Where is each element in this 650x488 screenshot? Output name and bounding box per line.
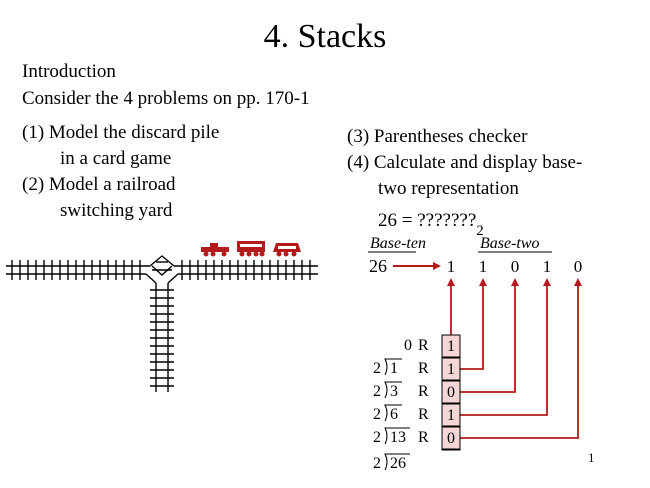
remainder-cell <box>441 380 461 404</box>
page-number: 1 <box>588 450 595 465</box>
remainder-label: R <box>418 383 429 400</box>
remainder-label: R <box>418 337 429 354</box>
train-car-1 <box>201 243 229 257</box>
remainder-value: 0 <box>447 430 455 447</box>
equation: 26 = ???????2 <box>378 210 484 239</box>
division-divisor: 2 <box>373 429 381 446</box>
base-two-label: Base-two <box>480 235 540 252</box>
output-digit: 0 <box>511 257 520 276</box>
problem-1-line2: in a card game <box>60 148 172 169</box>
output-digit: 1 <box>479 257 488 276</box>
division-bracket <box>384 404 402 422</box>
division-quotient: 6 <box>390 406 398 423</box>
remainder-label: R <box>418 406 429 423</box>
division-quotient: 13 <box>390 429 406 446</box>
intro-heading: Introduction <box>22 61 116 82</box>
remainder-cell <box>441 334 461 358</box>
division-divisor: 2 <box>373 360 381 377</box>
connector-arrow <box>460 278 582 439</box>
problem-1-line1: (1) Model the discard pile <box>22 122 220 143</box>
division-quotient: 26 <box>390 455 406 472</box>
remainder-cell <box>441 426 461 450</box>
output-digits: 1 1 0 1 0 <box>447 257 583 276</box>
division-bracket <box>384 358 402 376</box>
remainder-cell <box>441 403 461 427</box>
problem-4-line2: two representation <box>378 178 519 199</box>
problem-2-line1: (2) Model a railroad <box>22 174 176 195</box>
remainder-label: R <box>418 429 429 446</box>
division-quotient: 0 <box>404 337 412 354</box>
division-quotient: 3 <box>390 383 398 400</box>
output-digit: 0 <box>574 257 583 276</box>
connector-arrow <box>460 278 551 416</box>
remainder-value: 1 <box>447 338 455 355</box>
train-cars <box>201 241 301 257</box>
connector-arrow <box>460 278 487 370</box>
track-switch <box>145 255 179 284</box>
division-divisor: 2 <box>373 406 381 423</box>
connector-arrow <box>460 278 519 393</box>
problem-3-line1: (3) Parentheses checker <box>347 126 528 147</box>
base-ten-label: Base-ten <box>370 235 426 252</box>
problem-2-line2: switching yard <box>60 200 173 221</box>
problem-4-line1: (4) Calculate and display base- <box>347 152 583 173</box>
division-divisor: 2 <box>373 455 381 472</box>
division-bracket <box>384 453 410 471</box>
division-bracket <box>384 381 402 399</box>
remainder-value: 0 <box>447 384 455 401</box>
remainder-value: 1 <box>447 407 455 424</box>
equation-text: 26 = ??????? <box>378 210 477 231</box>
vertical-track <box>150 283 174 392</box>
train-car-3 <box>273 243 301 257</box>
connector-lines <box>447 278 582 439</box>
slide-title: 4. Stacks <box>263 18 387 55</box>
output-digit: 1 <box>543 257 552 276</box>
division-bracket <box>384 427 410 445</box>
division-divisor: 2 <box>373 383 381 400</box>
remainder-value: 1 <box>447 361 455 378</box>
equation-base: 2 <box>476 222 484 239</box>
horizontal-track <box>6 260 318 280</box>
division-quotient: 1 <box>390 360 398 377</box>
railroad-yard-illustration <box>6 241 318 392</box>
remainder-label: R <box>418 360 429 377</box>
output-digit: 1 <box>447 257 456 276</box>
input-value: 26 <box>369 256 387 276</box>
train-car-2 <box>237 241 265 257</box>
intro-text: Consider the 4 problems on pp. 170-1 <box>22 88 310 109</box>
remainder-cell <box>441 357 461 381</box>
